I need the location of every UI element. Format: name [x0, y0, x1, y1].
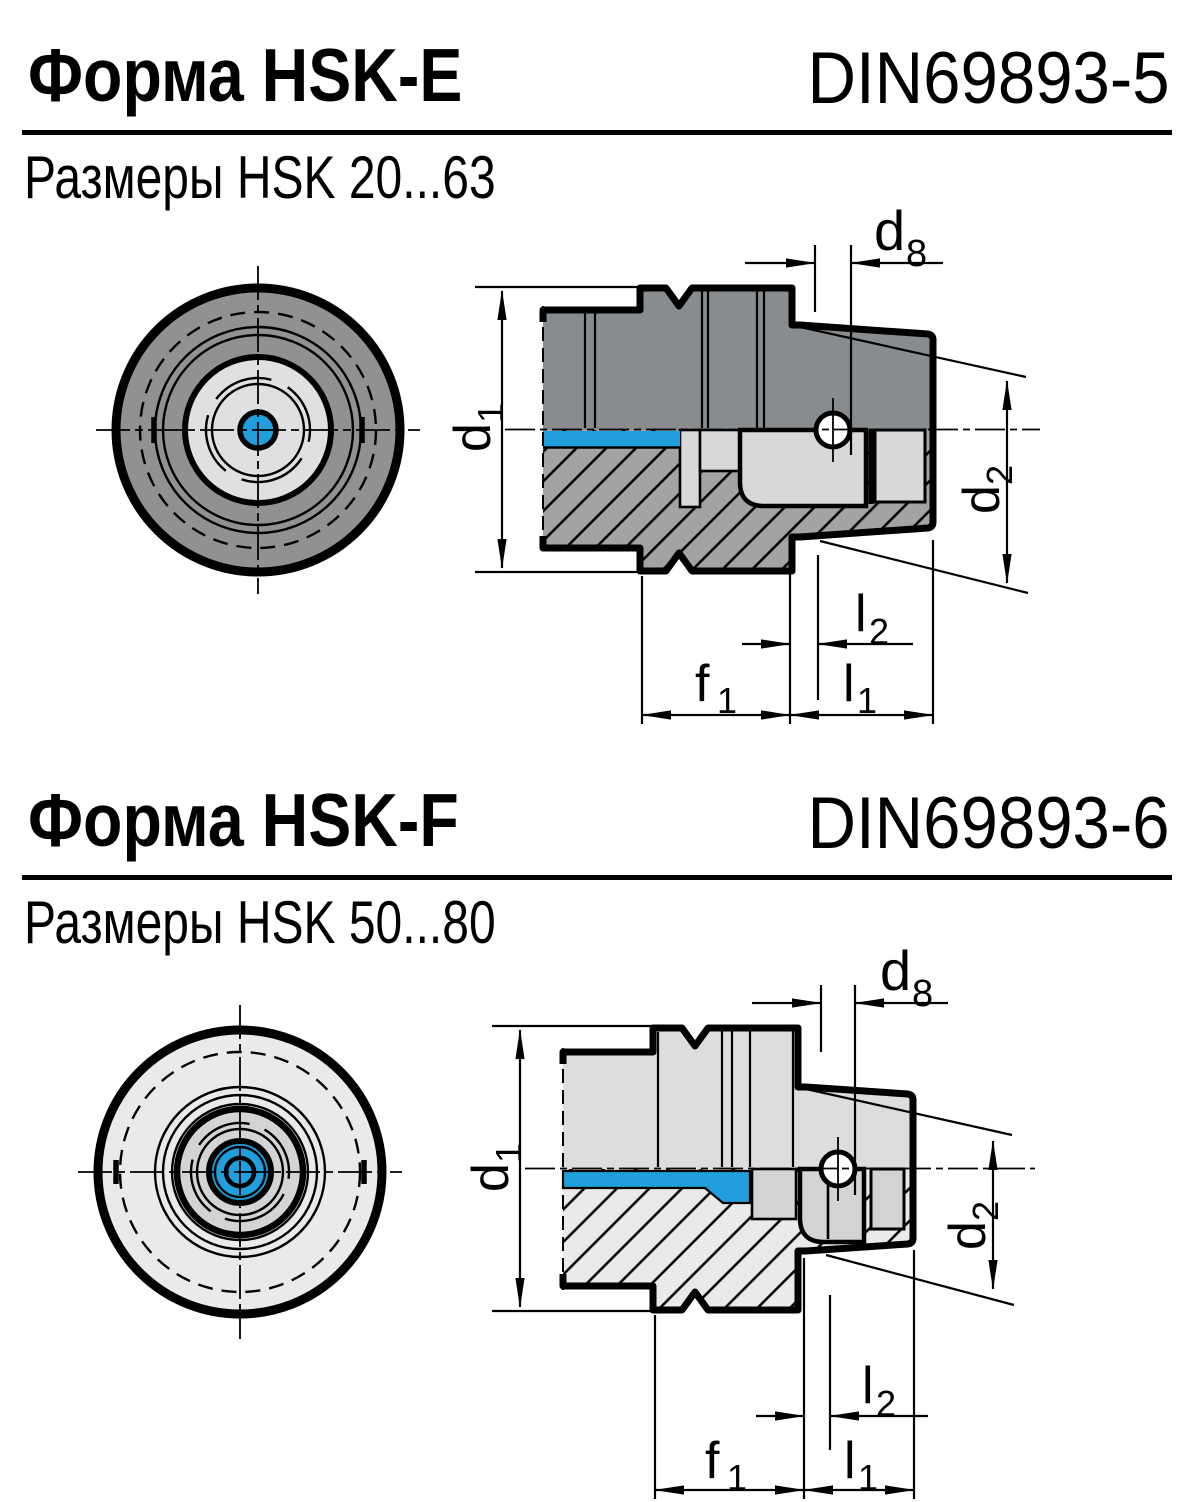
- standard-number-din69893-6: DIN69893-6: [807, 783, 1170, 864]
- dim-label-l1: l 1: [844, 1432, 878, 1498]
- section-title-hsk-e: Форма HSK-E: [28, 33, 463, 117]
- dim-l1-base: l: [843, 655, 855, 713]
- size-range-hsk-f: Размеры HSK 50...80: [24, 889, 496, 956]
- side-section-view-hsk-e: [505, 284, 1040, 575]
- dimension-lines-hsk-f: [492, 985, 1015, 1499]
- dim-label-d1: d 1: [444, 403, 511, 452]
- internal-cavity: [750, 1166, 906, 1245]
- front-view-hsk-f: [78, 1005, 402, 1339]
- standard-number-din69893-5: DIN69893-5: [807, 38, 1170, 119]
- dim-label-d2: d 2: [939, 1201, 1006, 1250]
- dim-f1-base: f: [705, 1432, 720, 1490]
- dim-label-d8: d 8: [880, 939, 933, 1015]
- dim-f1-sub: 1: [717, 680, 737, 721]
- dim-label-l2: l 2: [862, 1357, 896, 1424]
- dim-label-f1: f 1: [705, 1432, 747, 1498]
- dim-d8-base: d: [874, 199, 905, 262]
- dim-l1-sub: 1: [858, 1457, 878, 1498]
- dim-l1-sub: 1: [857, 680, 877, 721]
- side-section-view-hsk-f: [525, 1024, 1035, 1314]
- dim-d8-sub: 8: [906, 233, 927, 275]
- dim-f1-base: f: [695, 655, 710, 713]
- dimension-lines-hsk-e: [475, 245, 1029, 724]
- dim-d2-sub: 2: [965, 1201, 1006, 1221]
- dim-label-d8: d 8: [874, 199, 927, 275]
- dim-label-l1: l 1: [843, 655, 877, 721]
- header-divider: [22, 875, 1172, 880]
- dim-label-d1: d 1: [462, 1143, 529, 1192]
- dim-d1-base: d: [444, 423, 502, 452]
- dim-l2-sub: 2: [869, 611, 889, 652]
- dim-d2-base: d: [939, 1221, 997, 1250]
- dim-d2-base: d: [953, 485, 1011, 514]
- size-range-hsk-e: Размеры HSK 20...63: [24, 144, 496, 211]
- dim-d2-sub: 2: [979, 465, 1020, 485]
- front-view-hsk-e: [96, 266, 420, 594]
- dim-f1-sub: 1: [727, 1457, 747, 1498]
- dim-label-d2: d 2: [953, 465, 1020, 514]
- dim-d8-sub: 8: [912, 973, 933, 1015]
- dim-l2-sub: 2: [876, 1383, 896, 1424]
- hsk-e-technical-drawing: d 1 d 8 d 2 l 2 f 1 l 1: [96, 199, 1040, 724]
- header-divider: [22, 130, 1172, 135]
- dim-l1-base: l: [844, 1432, 856, 1490]
- dim-d1-sub: 1: [488, 1143, 529, 1163]
- clamping-surface-blue: [543, 431, 680, 449]
- dim-label-f1: f 1: [695, 655, 737, 721]
- dim-l2-base: l: [862, 1357, 874, 1415]
- dim-label-l2: l 2: [855, 585, 889, 652]
- dim-l2-base: l: [855, 585, 867, 643]
- dim-d1-base: d: [462, 1163, 520, 1192]
- hsk-f-technical-drawing: d 1 d 8 d 2 l 2 f 1 l 1: [78, 939, 1035, 1499]
- dim-d1-sub: 1: [470, 403, 511, 423]
- dim-d8-base: d: [880, 939, 911, 1002]
- section-title-hsk-f: Форма HSK-F: [28, 778, 459, 862]
